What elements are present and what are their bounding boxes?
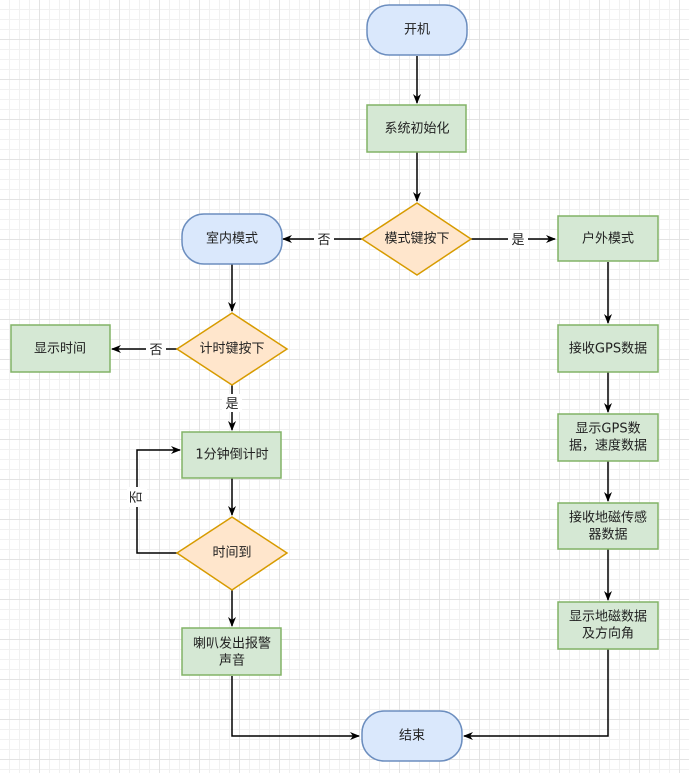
svg-text:据，速度数据: 据，速度数据 — [569, 438, 647, 454]
label-timer-no: 否 — [149, 343, 162, 358]
node-time-up: 时间到 — [175, 516, 289, 591]
svg-text:显示GPS数: 显示GPS数 — [575, 422, 640, 437]
label-timeup-no: 否 — [130, 490, 145, 503]
svg-text:喇叭发出报警: 喇叭发出报警 — [193, 636, 271, 652]
label-mode-yes: 是 — [511, 233, 524, 248]
edge-showmag-end — [463, 649, 609, 740]
svg-text:显示时间: 显示时间 — [34, 342, 86, 357]
svg-text:室内模式: 室内模式 — [206, 231, 258, 247]
node-show-gps: 显示GPS数 据，速度数据 — [557, 413, 659, 462]
svg-text:接收地磁传感: 接收地磁传感 — [569, 510, 647, 526]
node-mode-key: 模式键按下 — [360, 202, 473, 276]
edge-alarm-end — [231, 676, 360, 740]
node-indoor: 室内模式 — [181, 213, 283, 265]
svg-text:系统初始化: 系统初始化 — [384, 122, 449, 137]
node-start: 开机 — [366, 4, 468, 56]
svg-text:显示地磁数据: 显示地磁数据 — [569, 610, 647, 625]
node-recv-mag: 接收地磁传感 器数据 — [557, 502, 659, 550]
node-countdown: 1分钟倒计时 — [181, 431, 282, 479]
node-end: 结束 — [361, 710, 463, 762]
svg-text:接收GPS数据: 接收GPS数据 — [569, 341, 647, 357]
svg-text:开机: 开机 — [404, 23, 430, 38]
label-timer-yes: 是 — [225, 397, 238, 412]
node-recv-gps: 接收GPS数据 — [557, 324, 659, 373]
node-show-mag: 显示地磁数据 及方向角 — [557, 601, 659, 650]
svg-text:时间到: 时间到 — [212, 546, 251, 561]
svg-text:1分钟倒计时: 1分钟倒计时 — [195, 447, 268, 463]
svg-text:计时键按下: 计时键按下 — [199, 342, 264, 357]
label-mode-no: 否 — [317, 233, 330, 248]
node-show-time: 显示时间 — [10, 324, 111, 373]
node-outdoor: 户外模式 — [557, 215, 659, 262]
svg-text:及方向角: 及方向角 — [582, 626, 634, 642]
node-init: 系统初始化 — [366, 104, 467, 153]
node-alarm: 喇叭发出报警 声音 — [181, 627, 282, 676]
svg-text:器数据: 器数据 — [588, 528, 627, 543]
svg-text:结束: 结束 — [399, 729, 425, 744]
svg-text:声音: 声音 — [219, 653, 245, 669]
svg-text:模式键按下: 模式键按下 — [384, 232, 449, 247]
node-timer-key: 计时键按下 — [175, 312, 289, 386]
svg-text:户外模式: 户外模式 — [582, 231, 634, 247]
